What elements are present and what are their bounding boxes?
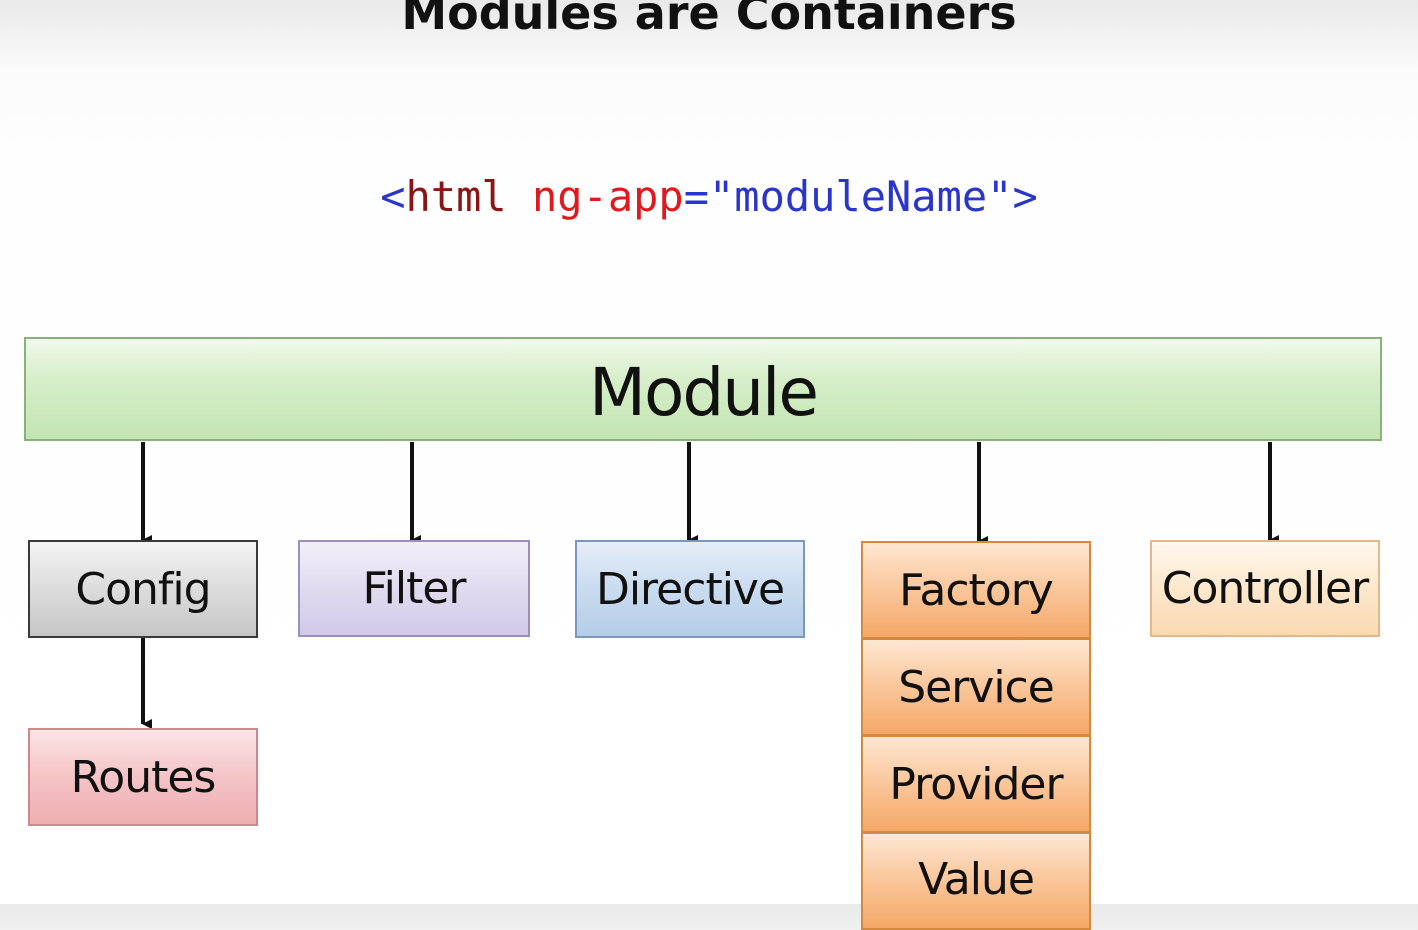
service-box: Service <box>861 638 1091 736</box>
routes-label: Routes <box>70 751 217 803</box>
value-box: Value <box>861 832 1091 930</box>
controller-box: Controller <box>1150 540 1380 637</box>
routes-box: Routes <box>28 728 258 826</box>
value-label: Value <box>918 854 1035 905</box>
module-label: Module <box>589 353 819 431</box>
factory-box: Factory <box>861 541 1091 639</box>
module-box: Module <box>24 337 1382 441</box>
config-box: Config <box>28 540 258 638</box>
filter-box: Filter <box>298 540 530 637</box>
provider-label: Provider <box>889 758 1063 810</box>
directive-label: Directive <box>595 563 785 615</box>
factory-label: Factory <box>899 564 1054 616</box>
directive-box: Directive <box>575 540 805 638</box>
filter-label: Filter <box>362 563 467 614</box>
code-space <box>507 172 532 221</box>
code-open-bracket: < <box>380 172 406 221</box>
slide-title: Modules are Containers <box>401 0 1017 40</box>
service-label: Service <box>898 661 1055 713</box>
config-label: Config <box>75 563 211 615</box>
code-tag-name: html <box>405 172 507 221</box>
provider-box: Provider <box>861 735 1091 833</box>
code-attribute-value: "moduleName" <box>709 172 1013 221</box>
code-snippet: <html ng-app="moduleName"> <box>0 172 1418 221</box>
controller-label: Controller <box>1161 563 1369 614</box>
code-equals: = <box>683 172 710 221</box>
code-close-bracket: > <box>1012 172 1038 221</box>
code-attribute-name: ng-app <box>532 172 684 221</box>
